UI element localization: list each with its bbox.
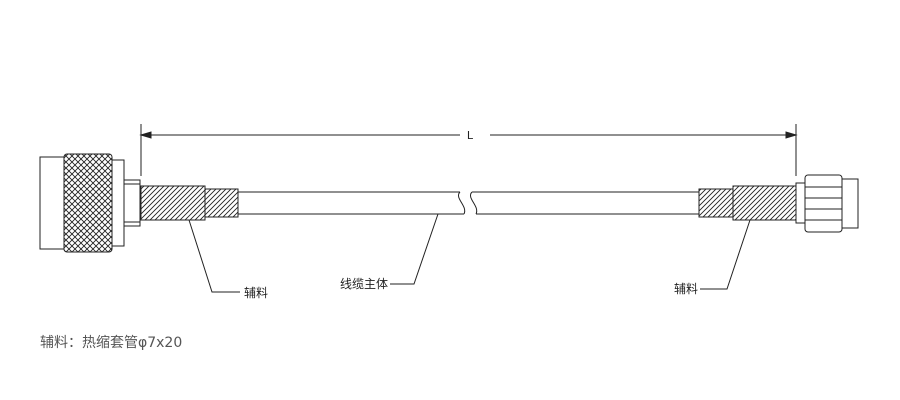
callout-cable-body: 线缆主体 [340,277,388,291]
material-note: 辅料：热缩套管φ7x20 [40,335,183,351]
dimension-label: L [467,129,474,142]
leader-lines [188,213,751,293]
dimension-line [139,124,798,176]
right-sma-connector [795,174,859,233]
left-n-connector [39,153,141,253]
callout-right-aux: 辅料 [674,282,698,296]
left-heat-shrink [140,185,239,221]
right-heat-shrink [698,185,797,221]
callout-left-aux: 辅料 [244,286,268,300]
cable-body [238,191,699,215]
